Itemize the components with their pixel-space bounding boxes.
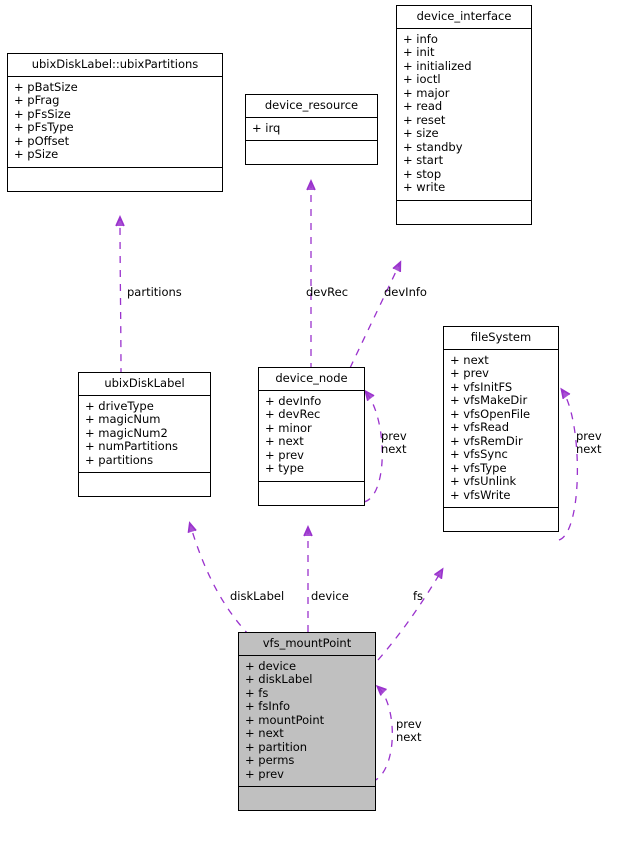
attribute: + mountPoint [245,712,325,727]
attribute: + vfsType [450,460,507,475]
edge-label-line: next [576,441,602,456]
class-title: device_resource [246,95,377,118]
edge-label-device-node-prev-next: prev next [381,430,407,455]
attribute: + pOffset [14,133,70,148]
edge-label-devrec: devRec [306,285,349,299]
class-box-vfs_mountPoint[interactable]: vfs_mountPoint + device + diskLabel + fs… [238,632,376,811]
attribute: + devInfo [265,393,322,408]
attribute: + next [245,726,284,740]
class-operations [8,168,222,191]
attribute: + vfsWrite [450,487,511,502]
attribute: + vfsMakeDir [450,393,528,407]
attribute: + perms [245,753,295,767]
edge-label-line: next [381,441,407,456]
attribute: + initialized [403,58,472,73]
edge-label-partitions: partitions [127,285,182,299]
attribute: + standby [403,139,463,154]
attribute: + pSize [14,147,59,161]
class-operations [444,508,558,531]
attribute: + init [403,45,435,59]
attribute: + fsInfo [245,699,291,713]
attribute: + type [265,461,304,475]
edge-label-disklabel: diskLabel [230,589,285,603]
attribute: + magicNum [85,412,161,426]
attribute: + info [403,31,438,46]
class-attributes: + irq [246,118,377,141]
class-operations [246,141,377,164]
edge-devinfo [349,260,402,369]
class-title: vfs_mountPoint [239,633,375,656]
edge-label-line: prev [576,429,602,443]
class-attributes: + devInfo + devRec + minor + next + prev… [259,391,364,482]
attribute: + partition [245,739,308,754]
attribute: + vfsInitFS [450,379,513,394]
attribute: + partitions [85,452,154,467]
class-title: device_node [259,368,364,391]
attribute: + next [450,352,489,367]
attribute: + device [245,658,297,673]
edge-partitions [115,215,125,376]
attribute: + major [403,85,450,100]
class-operations [397,201,531,224]
class-attributes: + info + init + initialized + ioctl + ma… [397,29,531,201]
attribute: + irq [252,120,281,135]
class-attributes: + device + diskLabel + fs + fsInfo + mou… [239,656,375,787]
attribute: + read [403,99,443,113]
attribute: + vfsOpenFile [450,406,531,421]
attribute: + pFrag [14,93,60,107]
attribute: + ioctl [403,72,441,86]
class-title: fileSystem [444,327,558,350]
attribute: + pBatSize [14,79,78,94]
edge-label-filesystem-prev-next: prev next [576,430,602,455]
class-title: ubixDiskLabel [79,373,210,396]
edge-label-mountpoint-prev-next: prev next [396,718,422,743]
edge-disklabel [187,521,251,637]
class-box-ubixPartitions[interactable]: ubixDiskLabel::ubixPartitions + pBatSize… [7,53,223,192]
attribute: + fs [245,685,269,700]
attribute: + prev [265,447,304,462]
class-box-device_node[interactable]: device_node + devInfo + devRec + minor +… [258,367,365,506]
edge-filesystem-self [558,387,579,541]
class-title: ubixDiskLabel::ubixPartitions [8,54,222,77]
attribute: + numPartitions [85,439,178,453]
class-operations [239,787,375,810]
class-box-fileSystem[interactable]: fileSystem + next + prev + vfsInitFS + v… [443,326,559,532]
attribute: + stop [403,166,442,181]
class-attributes: + driveType + magicNum + magicNum2 + num… [79,396,210,473]
attribute: + size [403,126,439,140]
class-box-ubixDiskLabel[interactable]: ubixDiskLabel + driveType + magicNum + m… [78,372,211,497]
edge-label-line: next [396,729,422,744]
class-attributes: + next + prev + vfsInitFS + vfsMakeDir +… [444,350,558,508]
attribute: + minor [265,420,312,435]
attribute: + vfsRead [450,420,510,434]
attribute: + magicNum2 [85,425,168,440]
edge-fs [377,567,444,661]
attribute: + next [265,434,304,448]
attribute: + start [403,153,444,167]
class-title: device_interface [397,6,531,29]
attribute: + vfsUnlink [450,474,517,488]
class-box-device_interface[interactable]: device_interface + info + init + initial… [396,5,532,225]
attribute: + driveType [85,398,154,413]
attribute: + pFsSize [14,106,71,121]
attribute: + vfsSync [450,447,508,461]
class-operations [79,473,210,496]
class-box-device_resource[interactable]: device_resource + irq [245,94,378,165]
attribute: + prev [450,366,489,380]
edge-label-device: device [311,589,349,603]
attribute: + pFsType [14,120,74,134]
attribute: + reset [403,112,446,127]
class-attributes: + pBatSize + pFrag + pFsSize + pFsType +… [8,77,222,168]
attribute: + write [403,180,446,194]
edge-label-devinfo: devInfo [384,285,427,299]
edge-label-line: prev [396,717,422,731]
edge-label-fs: fs [413,589,424,603]
attribute: + devRec [265,407,321,421]
attribute: + prev [245,766,284,781]
edge-label-line: prev [381,429,407,443]
attribute: + diskLabel [245,672,313,686]
attribute: + vfsRemDir [450,433,523,448]
class-operations [259,482,364,505]
edge-device-node-self [363,389,383,503]
